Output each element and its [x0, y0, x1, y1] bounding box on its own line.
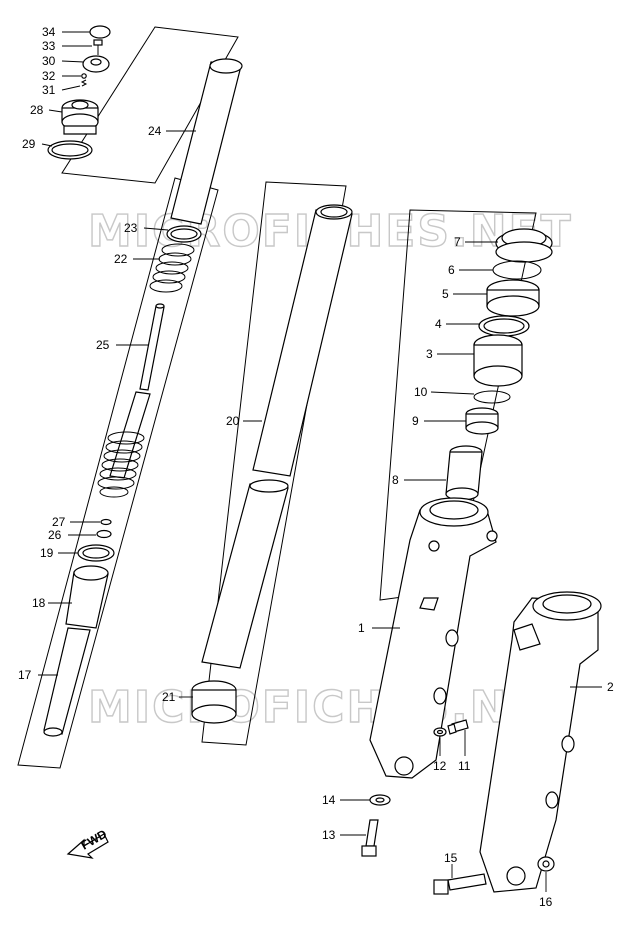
- callout-27: 27: [52, 515, 66, 529]
- callout-25: 25: [96, 338, 110, 352]
- part-32-ball: [81, 73, 87, 79]
- callout-29: 29: [22, 137, 36, 151]
- callout-28: 28: [30, 103, 44, 117]
- callout-26: 26: [48, 528, 62, 542]
- callout-13: 13: [322, 828, 336, 842]
- part-15-bolt: [433, 873, 487, 895]
- callout-24: 24: [148, 124, 162, 138]
- part-25-damper-rod: [109, 303, 165, 479]
- part-30-adjuster: [82, 55, 110, 73]
- callout-3: 3: [426, 347, 433, 361]
- part-16-nut: [537, 856, 555, 872]
- part-28-cap-bolt: [61, 99, 99, 135]
- fwd-arrow-icon: FWD: [66, 827, 109, 859]
- part-1-outer-tube: [369, 497, 498, 779]
- callout-6: 6: [448, 263, 455, 277]
- part-17-slider-rod: [43, 627, 91, 737]
- part-11-bolt: [447, 719, 469, 735]
- part-3-bushing: [473, 334, 523, 387]
- callout-4: 4: [435, 317, 442, 331]
- part-26-washer: [96, 529, 112, 539]
- part-10-ring: [473, 390, 511, 404]
- watermark-bottom: MICROFICHES.NET: [88, 682, 573, 733]
- callout-5: 5: [442, 287, 449, 301]
- part-damper-spring: [97, 431, 145, 498]
- callout-33: 33: [42, 39, 56, 53]
- part-8-seat: [445, 445, 483, 501]
- callout-17: 17: [18, 668, 32, 682]
- frame-inner-tube: [201, 181, 347, 746]
- callout-34: 34: [42, 25, 56, 39]
- part-13-bolt: [361, 819, 379, 857]
- callout-22: 22: [114, 252, 128, 266]
- callout-16: 16: [539, 895, 553, 909]
- callout-31: 31: [42, 83, 56, 97]
- callout-1: 1: [358, 621, 365, 635]
- callout-9: 9: [412, 414, 419, 428]
- callout-30: 30: [42, 54, 56, 68]
- callout-19: 19: [40, 546, 54, 560]
- part-9-bushing: [465, 407, 499, 435]
- callout-23: 23: [124, 221, 138, 235]
- callout-14: 14: [322, 793, 336, 807]
- callout-10: 10: [414, 385, 428, 399]
- leader-lines: [38, 31, 602, 892]
- part-18-piston: [65, 565, 109, 629]
- callout-2: 2: [607, 680, 614, 694]
- callout-8: 8: [392, 473, 399, 487]
- callout-11: 11: [458, 759, 471, 773]
- callout-32: 32: [42, 69, 56, 83]
- callout-20: 20: [226, 414, 240, 428]
- callout-21: 21: [162, 690, 176, 704]
- part-21-bushing: [191, 680, 237, 724]
- part-34-cap: [89, 25, 111, 39]
- callout-7: 7: [454, 235, 461, 249]
- part-24-upper-tube: [170, 58, 243, 225]
- part-27-washer: [100, 518, 112, 526]
- part-33-screw: [93, 39, 103, 55]
- part-7-seal: [495, 228, 553, 263]
- part-31-spring: [80, 79, 88, 87]
- part-5-oil-seal: [486, 279, 540, 317]
- part-6-clip: [492, 260, 542, 280]
- callout-12: 12: [433, 759, 447, 773]
- callout-15: 15: [444, 851, 458, 865]
- callout-18: 18: [32, 596, 46, 610]
- part-2-outer-tube: [479, 591, 602, 893]
- part-20-inner-tube: [201, 204, 353, 669]
- part-12-washer: [433, 727, 447, 737]
